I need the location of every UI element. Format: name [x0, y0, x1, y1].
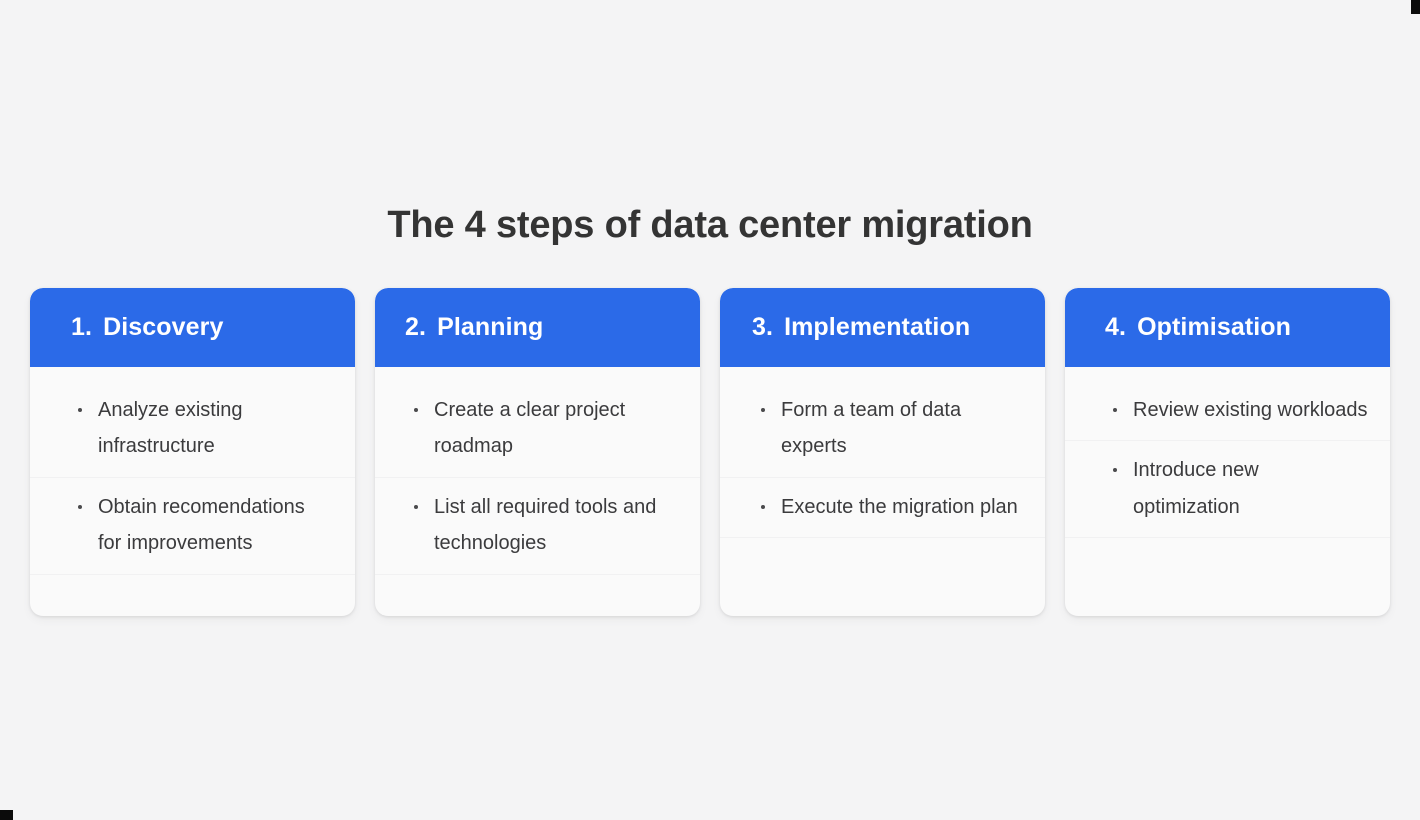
bullet-dot-icon — [761, 408, 765, 412]
page-title: The 4 steps of data center migration — [387, 204, 1033, 246]
list-item: Analyze existing infrastructure — [30, 381, 355, 478]
list-item: Review existing workloads — [1065, 381, 1390, 442]
step-card-header-text: 2. Planning — [405, 313, 543, 342]
steps-card-row: 1. Discovery Analyze existing infrastruc… — [30, 288, 1390, 616]
list-item-text: Obtain recomendations for improvements — [98, 495, 305, 555]
list-item: Introduce new optimization — [1065, 441, 1390, 539]
step-bullet-list: Analyze existing infrastructure Obtain r… — [30, 381, 355, 575]
list-item-text: Execute the migration plan — [781, 495, 1018, 518]
step-title: Planning — [437, 313, 544, 341]
bullet-dot-icon — [1113, 408, 1117, 412]
step-card-header: 3. Implementation — [720, 288, 1045, 367]
bullet-dot-icon — [78, 504, 82, 509]
step-number: 1. — [71, 313, 93, 341]
corner-crop-mark-bottom-left — [0, 810, 13, 820]
list-item-text: Create a clear project roadmap — [434, 399, 626, 458]
step-card-implementation[interactable]: 3. Implementation Form a team of data ex… — [720, 288, 1045, 616]
bullet-dot-icon — [78, 408, 82, 412]
step-bullet-list: Form a team of data experts Execute the … — [720, 381, 1045, 539]
list-item: Execute the migration plan — [720, 478, 1045, 539]
bullet-dot-icon — [761, 504, 765, 509]
step-card-optimisation[interactable]: 4. Optimisation Review existing workload… — [1065, 288, 1390, 616]
list-item-text: Introduce new optimization — [1133, 459, 1259, 518]
step-card-header-text: 1. Discovery — [71, 313, 223, 342]
step-card-header-text: 3. Implementation — [752, 313, 970, 342]
corner-crop-mark-top-right — [1411, 0, 1420, 14]
step-card-planning[interactable]: 2. Planning Create a clear project roadm… — [375, 288, 700, 616]
step-card-body: Review existing workloads Introduce new … — [1065, 367, 1390, 616]
step-title: Implementation — [784, 313, 971, 341]
step-card-header: 4. Optimisation — [1065, 288, 1390, 367]
step-card-body: Analyze existing infrastructure Obtain r… — [30, 367, 355, 616]
bullet-dot-icon — [414, 408, 418, 412]
step-card-header: 2. Planning — [375, 288, 700, 367]
list-item: Obtain recomendations for improvements — [30, 478, 355, 575]
list-item: Form a team of data experts — [720, 381, 1045, 478]
list-item-text: Form a team of data experts — [781, 399, 962, 458]
list-item-text: Review existing workloads — [1133, 399, 1368, 421]
list-item-text: Analyze existing infrastructure — [98, 399, 243, 458]
step-card-header: 1. Discovery — [30, 288, 355, 367]
step-bullet-list: Review existing workloads Introduce new … — [1065, 381, 1390, 539]
step-number: 4. — [1105, 313, 1127, 341]
step-bullet-list: Create a clear project roadmap List all … — [375, 381, 700, 575]
bullet-dot-icon — [1113, 468, 1117, 473]
list-item: Create a clear project roadmap — [375, 381, 700, 478]
bullet-dot-icon — [414, 504, 418, 509]
step-card-header-text: 4. Optimisation — [1105, 313, 1291, 342]
step-card-discovery[interactable]: 1. Discovery Analyze existing infrastruc… — [30, 288, 355, 616]
step-title: Discovery — [103, 313, 224, 341]
step-card-body: Create a clear project roadmap List all … — [375, 367, 700, 616]
step-title: Optimisation — [1137, 313, 1292, 341]
list-item: List all required tools and technologies — [375, 478, 700, 575]
step-card-body: Form a team of data experts Execute the … — [720, 367, 1045, 616]
step-number: 3. — [752, 313, 774, 341]
list-item-text: List all required tools and technologies — [434, 495, 657, 555]
step-number: 2. — [405, 313, 427, 341]
